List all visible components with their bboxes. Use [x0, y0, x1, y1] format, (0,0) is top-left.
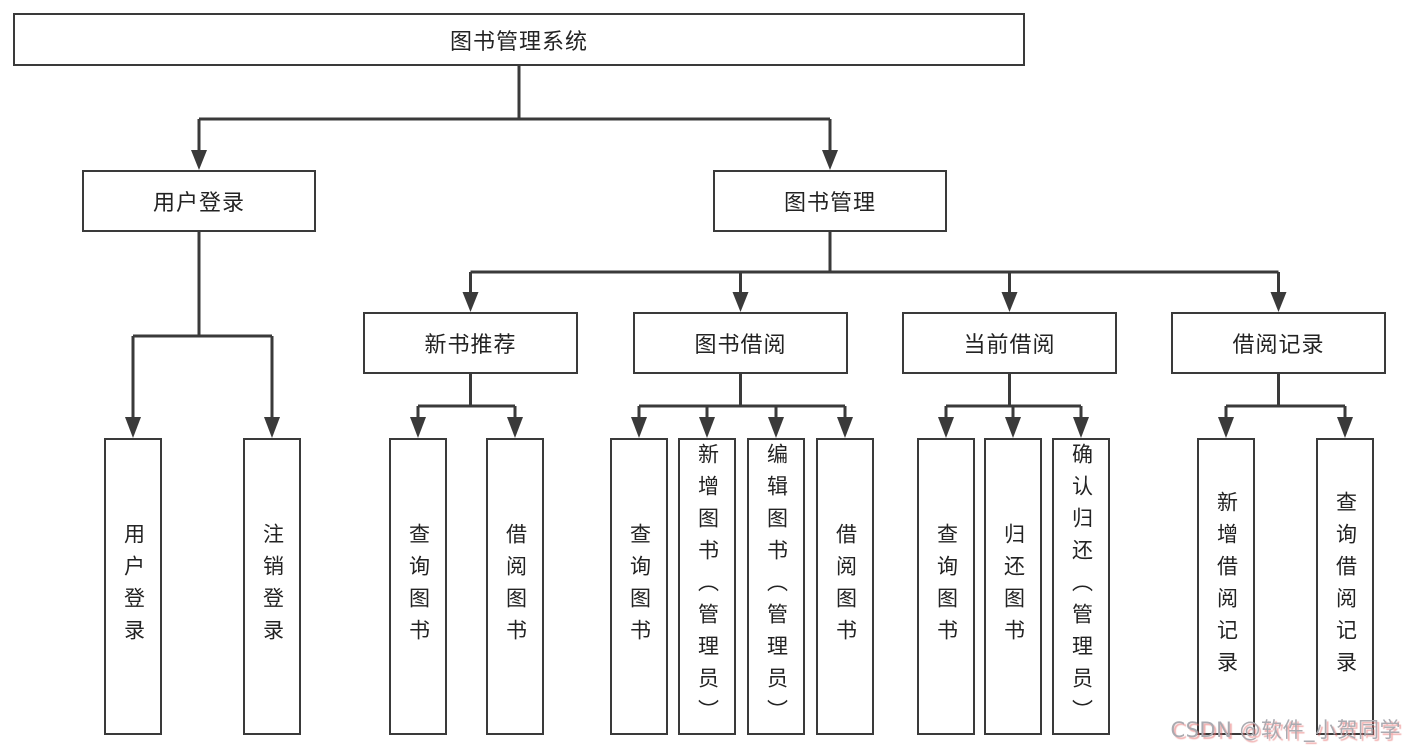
node-label: 用户登录 — [152, 191, 245, 216]
leaf-add-books-admin: 新增图书（管理员） — [678, 438, 736, 735]
node-user-login-branch: 用户登录 — [82, 170, 316, 232]
node-current-borrowing: 当前借阅 — [902, 312, 1117, 374]
leaf-label: 查询图书 — [934, 522, 959, 651]
node-label: 借阅记录 — [1232, 333, 1325, 358]
leaf-label: 注销登录 — [260, 522, 285, 651]
leaf-label: 借阅图书 — [503, 522, 528, 651]
node-new-book-recommendation: 新书推荐 — [363, 312, 578, 374]
node-borrowing-records: 借阅记录 — [1171, 312, 1386, 374]
leaf-borrow-books-recommend: 借阅图书 — [486, 438, 544, 735]
leaf-label: 用户登录 — [121, 522, 146, 651]
node-label: 图书借阅 — [694, 333, 787, 358]
leaf-return-books: 归还图书 — [984, 438, 1042, 735]
node-label: 新书推荐 — [424, 333, 517, 358]
leaf-borrow-books: 借阅图书 — [816, 438, 874, 735]
node-label: 图书管理 — [783, 191, 876, 216]
leaf-label: 借阅图书 — [833, 522, 858, 651]
node-book-borrowing: 图书借阅 — [633, 312, 848, 374]
leaf-label: 确认归还（管理员） — [1069, 442, 1094, 731]
leaf-label: 查询图书 — [627, 522, 652, 651]
leaf-label: 新增图书（管理员） — [695, 442, 720, 731]
leaf-user-login: 用户登录 — [104, 438, 162, 735]
node-book-management-branch: 图书管理 — [713, 170, 947, 232]
csdn-watermark: CSDN @软件_小贺同学 — [1170, 718, 1401, 742]
leaf-logout: 注销登录 — [243, 438, 301, 735]
leaf-confirm-return-admin: 确认归还（管理员） — [1052, 438, 1110, 735]
leaf-query-borrow-record: 查询借阅记录 — [1316, 438, 1374, 735]
leaf-label: 归还图书 — [1001, 522, 1026, 651]
leaf-label: 编辑图书（管理员） — [764, 442, 789, 731]
leaf-query-books-recommend: 查询图书 — [389, 438, 447, 735]
node-label: 当前借阅 — [963, 333, 1056, 358]
leaf-label: 查询借阅记录 — [1333, 490, 1358, 683]
leaf-add-borrow-record: 新增借阅记录 — [1197, 438, 1255, 735]
node-label: 图书管理系统 — [449, 29, 588, 55]
leaf-edit-books-admin: 编辑图书（管理员） — [747, 438, 805, 735]
leaf-label: 新增借阅记录 — [1214, 490, 1239, 683]
node-library-management-system: 图书管理系统 — [13, 13, 1025, 66]
leaf-query-books-borrowing: 查询图书 — [610, 438, 668, 735]
leaf-query-books-current: 查询图书 — [917, 438, 975, 735]
leaf-label: 查询图书 — [406, 522, 431, 651]
